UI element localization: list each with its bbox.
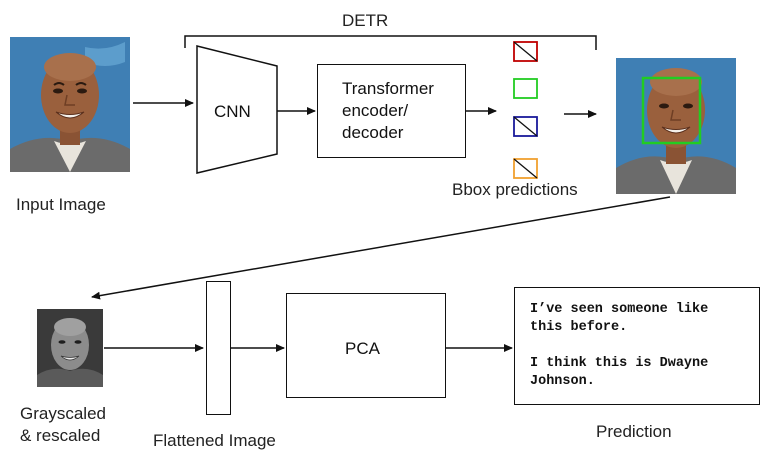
grayscale-label: Grayscaled & rescaled [20,404,106,445]
transformer-box [317,64,466,158]
prediction-text-line2: I think this is Dwayne Johnson. [530,356,709,389]
input-image-photo [10,37,130,172]
bbox-green-icon [513,78,538,99]
flattened-image-bar [206,281,231,415]
arrow-face-to-gray [91,196,671,300]
pca-label: PCA [345,339,380,358]
flattened-image-label: Flattened Image [153,431,276,450]
bbox-blue-icon [513,116,538,137]
transformer-label: Transformer encoder/ decoder [342,79,434,142]
bbox-red-icon [513,41,538,62]
prediction-label: Prediction [596,422,672,441]
detr-bracket [184,35,597,50]
detr-title: DETR [342,11,389,30]
input-image-label: Input Image [16,195,106,214]
cnn-label: CNN [214,102,251,121]
face-bbox [641,76,702,145]
detected-face-photo [616,58,736,194]
bbox-orange-icon [513,158,538,179]
grayscale-image-photo [37,309,103,387]
cnn-block [196,45,278,174]
pca-box [286,293,446,398]
bbox-predictions-label: Bbox predictions [452,180,578,199]
prediction-box [514,287,760,405]
prediction-text-line1: I’ve seen someone like this before. [530,302,709,335]
